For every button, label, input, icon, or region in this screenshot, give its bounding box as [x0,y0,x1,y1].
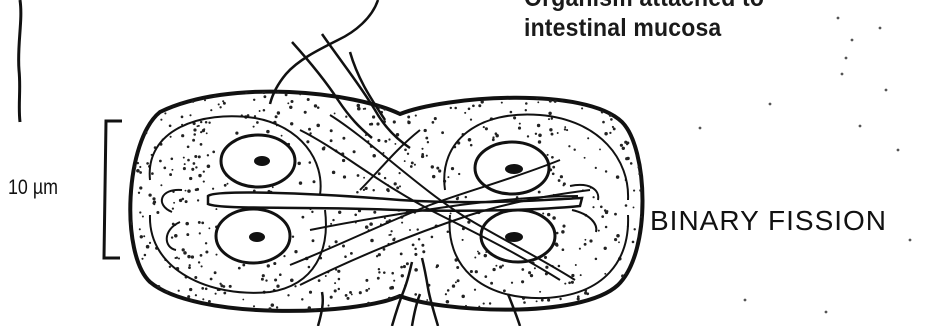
nucleus-lower-left [216,209,290,263]
binary-fission-label: BINARY FISSION [650,207,887,235]
scale-bar-label: 10 µm [8,176,58,200]
nucleus-upper-left [221,135,295,187]
scale-bar-bracket [104,121,122,258]
organism-caption-line-2: intestinal mucosa [524,16,721,41]
organism-caption-line-1: Organism attached to [524,0,764,11]
nucleus-lower-right [481,210,555,262]
left-margin-line [19,0,21,122]
paper-specks [699,17,912,314]
